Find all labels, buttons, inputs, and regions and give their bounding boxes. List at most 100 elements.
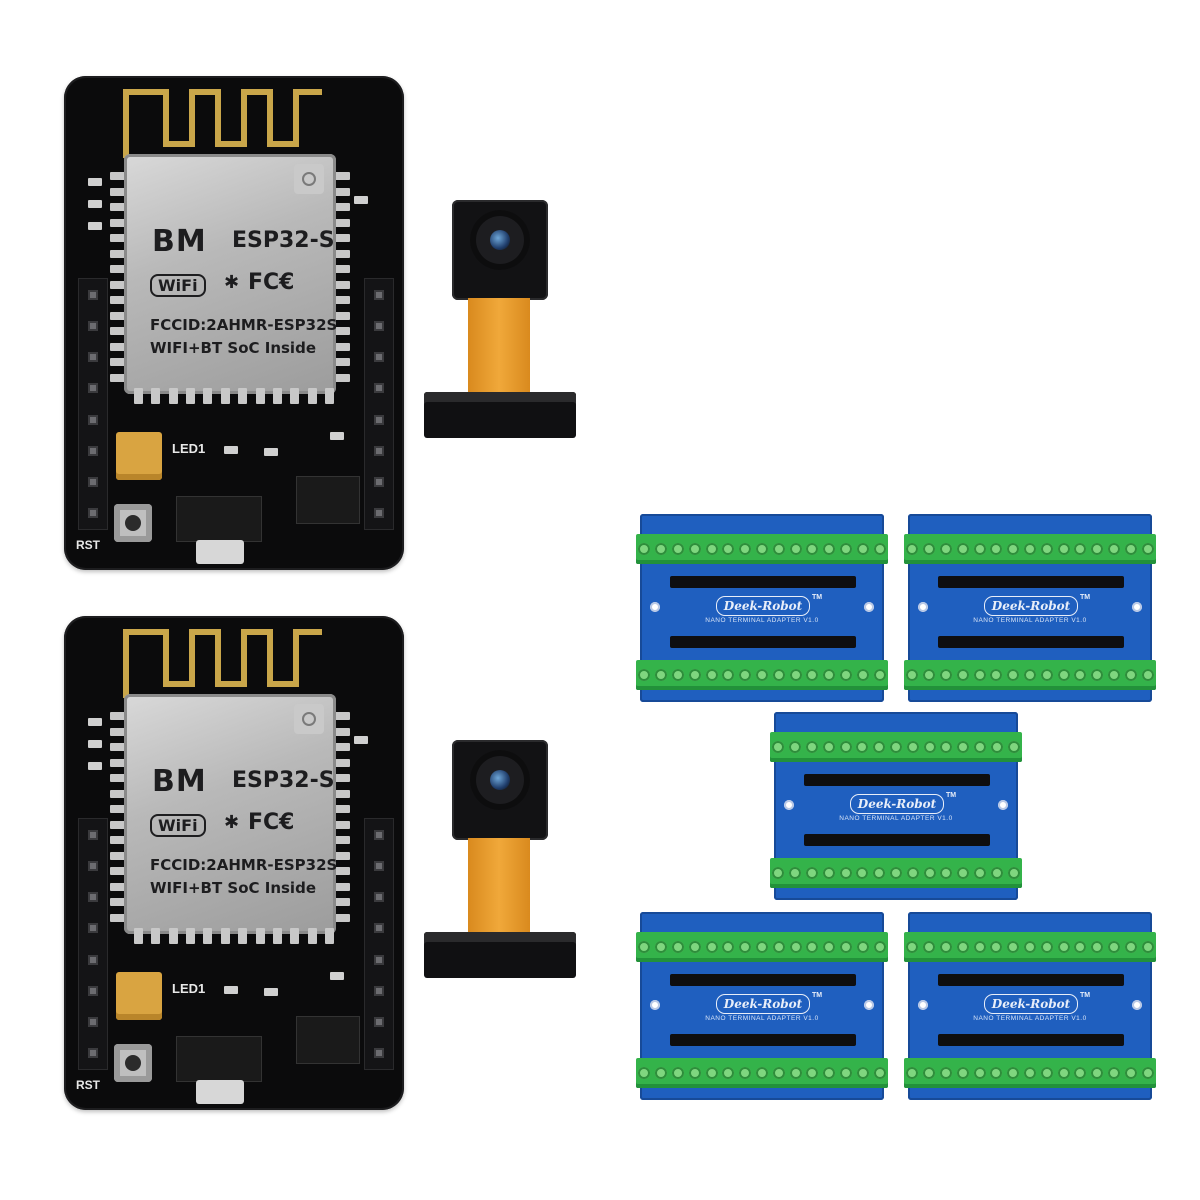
module-brand: BM: [152, 224, 207, 259]
terminal-adapter-4: Deek-Robot TM NANO TERMINAL ADAPTER V1.0: [636, 912, 888, 1100]
adapter-trademark: TM: [946, 792, 957, 799]
smd-component: [354, 196, 368, 204]
led-label: LED1: [172, 441, 206, 456]
adapter-brand: Deek-Robot: [984, 994, 1078, 1014]
board-connector: [196, 1080, 244, 1104]
module-pads-left: [110, 712, 126, 922]
terminal-adapter-1: Deek-Robot TM NANO TERMINAL ADAPTER V1.0: [636, 514, 888, 702]
module-pads-bottom: [134, 928, 334, 946]
pin-header-right: [364, 818, 394, 1070]
camera-module-1: [424, 200, 576, 440]
soc-text: WIFI+BT SoC Inside: [150, 879, 316, 897]
female-header-top: [938, 576, 1124, 588]
mounting-hole: [650, 1000, 660, 1010]
board-connector: [196, 540, 244, 564]
bluetooth-icon: ✱: [224, 812, 240, 833]
esp32-cam-board-2: BM ESP32-S WiFi ✱ FC€ FCCID:2AHMR-ESP32S…: [64, 616, 404, 1110]
reset-button[interactable]: [114, 504, 152, 542]
screw-terminal-bottom: [904, 1058, 1156, 1088]
female-header-top: [670, 974, 856, 986]
psram-chip: [296, 476, 360, 524]
smd-component: [88, 178, 102, 186]
smd-component: [88, 718, 102, 726]
mounting-hole: [998, 800, 1008, 810]
screw-terminal-top: [904, 932, 1156, 962]
female-header-top: [938, 974, 1124, 986]
reset-label: RST: [76, 1078, 100, 1092]
module-pads-right: [334, 712, 350, 922]
screw-terminal-bottom: [770, 858, 1022, 888]
female-header-bottom: [938, 636, 1124, 648]
led-indicator: [224, 986, 238, 994]
screw-terminal-top: [636, 534, 888, 564]
smd-component: [264, 988, 278, 996]
adapter-trademark: TM: [812, 594, 823, 601]
adapter-trademark: TM: [1080, 992, 1091, 999]
certification-mark: FC€: [248, 270, 295, 295]
soc-text: WIFI+BT SoC Inside: [150, 339, 316, 357]
wifi-logo: WiFi: [150, 814, 206, 837]
mounting-hole: [864, 602, 874, 612]
psram-chip: [296, 1016, 360, 1064]
fcc-id: FCCID:2AHMR-ESP32S: [150, 316, 338, 334]
adapter-brand: Deek-Robot: [984, 596, 1078, 616]
fcc-id: FCCID:2AHMR-ESP32S: [150, 856, 338, 874]
screw-terminal-top: [770, 732, 1022, 762]
mounting-hole: [650, 602, 660, 612]
female-header-bottom: [938, 1034, 1124, 1046]
esp32-cam-board-1: BM ESP32-S WiFi ✱ FC€ FCCID:2AHMR-ESP32S…: [64, 76, 404, 570]
smd-component: [354, 736, 368, 744]
female-header-bottom: [670, 636, 856, 648]
ribbon-connector: [424, 932, 576, 978]
terminal-adapter-2: Deek-Robot TM NANO TERMINAL ADAPTER V1.0: [904, 514, 1156, 702]
adapter-brand: Deek-Robot: [716, 596, 810, 616]
smd-component: [88, 762, 102, 770]
female-header-top: [804, 774, 990, 786]
ufl-connector: [294, 164, 324, 194]
smd-component: [88, 200, 102, 208]
voltage-regulator: [176, 496, 262, 542]
adapter-brand: Deek-Robot: [716, 994, 810, 1014]
reset-button[interactable]: [114, 1044, 152, 1082]
mounting-hole: [1132, 602, 1142, 612]
ufl-connector: [294, 704, 324, 734]
adapter-trademark: TM: [1080, 594, 1091, 601]
adapter-subtitle: NANO TERMINAL ADAPTER V1.0: [973, 1015, 1087, 1022]
certification-mark: FC€: [248, 810, 295, 835]
adapter-subtitle: NANO TERMINAL ADAPTER V1.0: [839, 815, 953, 822]
camera-body: [452, 740, 548, 840]
mounting-hole: [918, 1000, 928, 1010]
voltage-regulator: [176, 1036, 262, 1082]
smd-component: [330, 432, 344, 440]
female-header-top: [670, 576, 856, 588]
screw-terminal-bottom: [904, 660, 1156, 690]
adapter-subtitle: NANO TERMINAL ADAPTER V1.0: [705, 1015, 819, 1022]
terminal-adapter-5: Deek-Robot TM NANO TERMINAL ADAPTER V1.0: [904, 912, 1156, 1100]
camera-body: [452, 200, 548, 300]
adapter-subtitle: NANO TERMINAL ADAPTER V1.0: [705, 617, 819, 624]
module-model: ESP32-S: [232, 228, 335, 253]
reset-label: RST: [76, 538, 100, 552]
pin-header-right: [364, 278, 394, 530]
module-pads-right: [334, 172, 350, 382]
module-pads-left: [110, 172, 126, 382]
smd-component: [330, 972, 344, 980]
terminal-adapter-3: Deek-Robot TM NANO TERMINAL ADAPTER V1.0: [770, 712, 1022, 900]
camera-module-2: [424, 740, 576, 980]
pin-header-left: [78, 818, 108, 1070]
wifi-logo: WiFi: [150, 274, 206, 297]
female-header-bottom: [670, 1034, 856, 1046]
screw-terminal-bottom: [636, 1058, 888, 1088]
camera-lens-icon: [470, 210, 530, 270]
led-label: LED1: [172, 981, 206, 996]
camera-lens-icon: [470, 750, 530, 810]
pcb-antenna-icon: [123, 629, 322, 698]
adapter-brand: Deek-Robot: [850, 794, 944, 814]
mounting-hole: [864, 1000, 874, 1010]
module-pads-bottom: [134, 388, 334, 406]
mounting-hole: [784, 800, 794, 810]
smd-component: [88, 222, 102, 230]
female-header-bottom: [804, 834, 990, 846]
screw-terminal-bottom: [636, 660, 888, 690]
tantalum-capacitor: [116, 972, 162, 1020]
